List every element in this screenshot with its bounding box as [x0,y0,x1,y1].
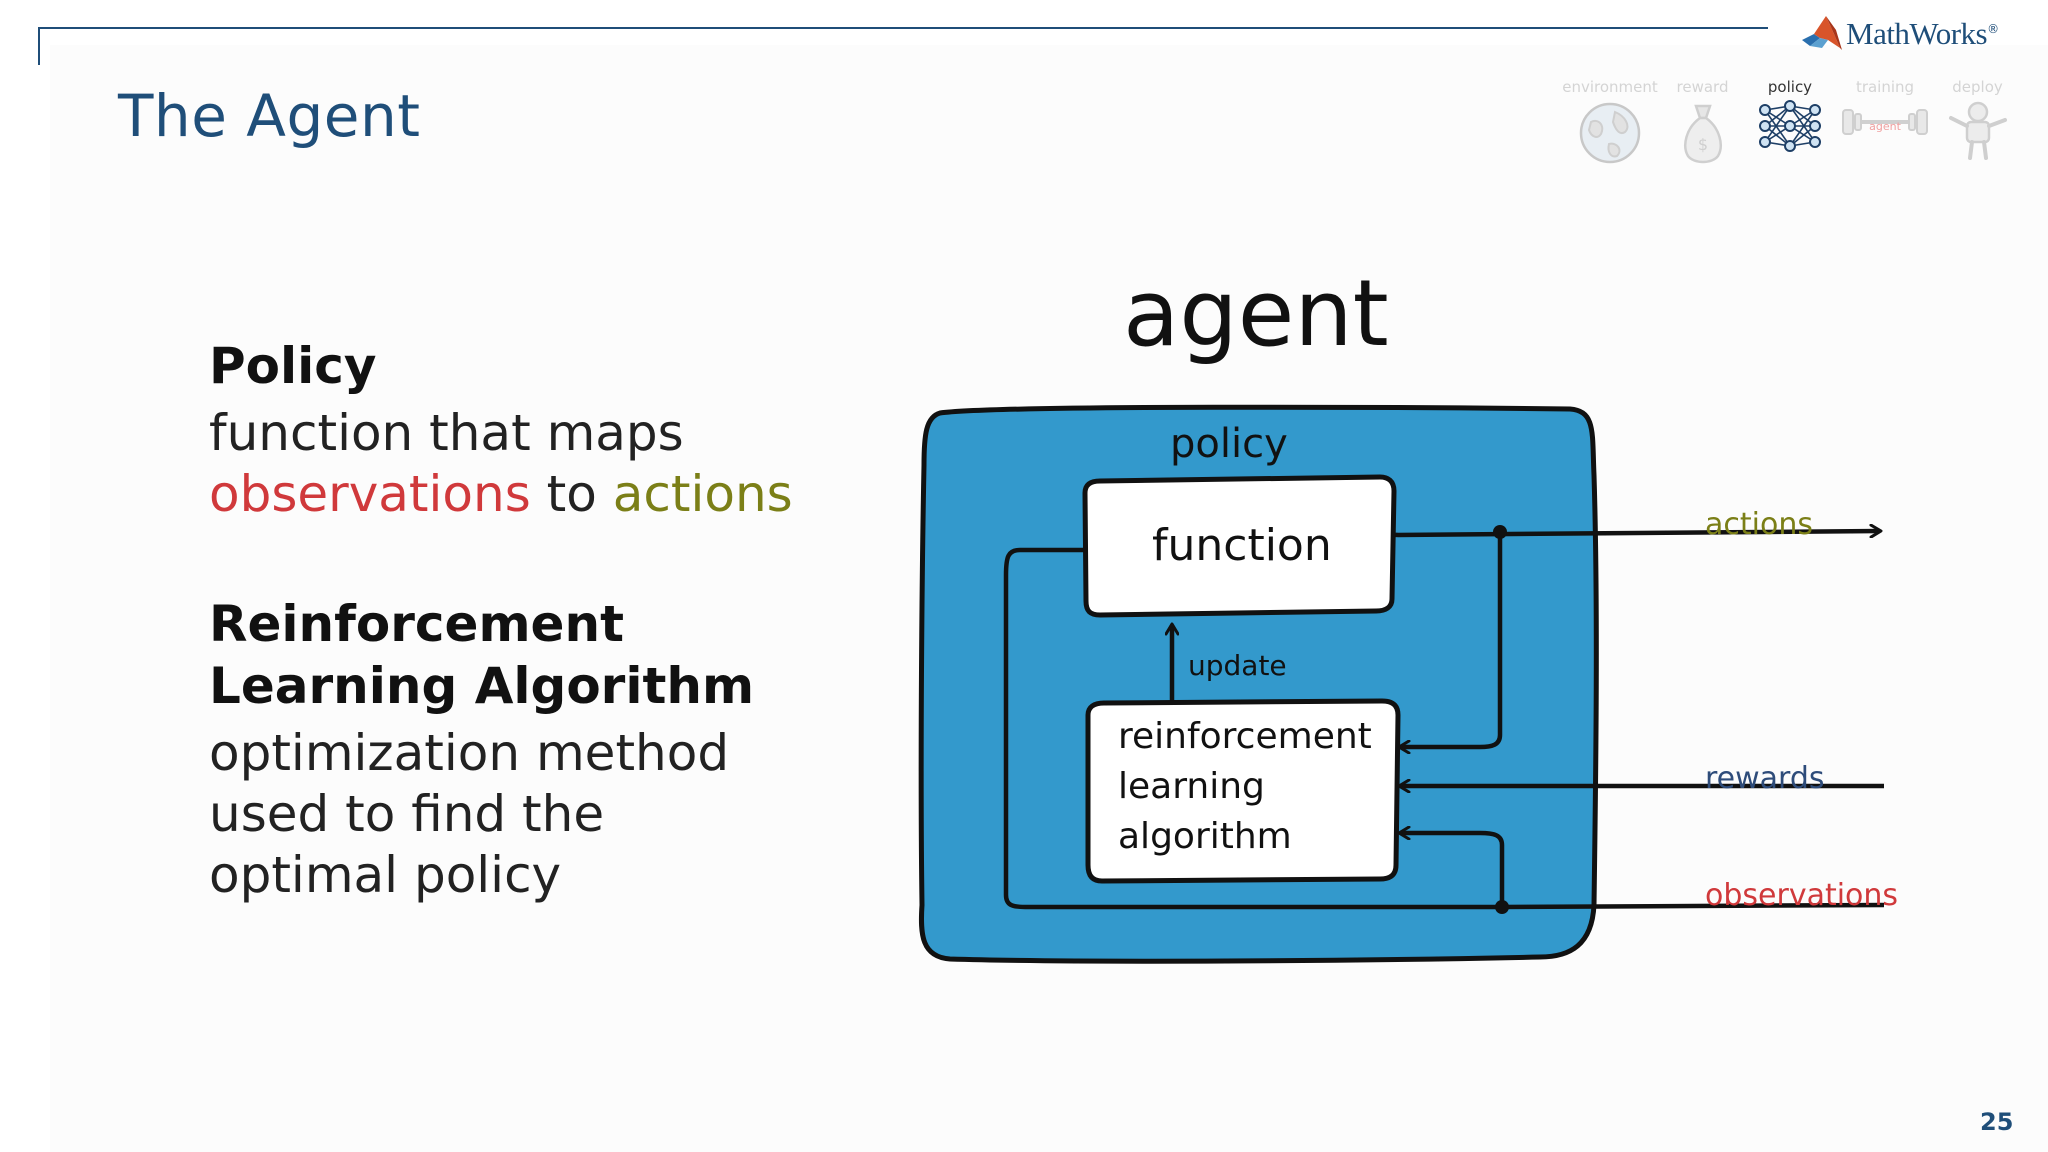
policy-label: policy [1170,421,1288,467]
agent-diagram: agent policy function update reinforceme… [918,260,1898,964]
progress-label: deploy [1952,78,2003,96]
observations-junction [1495,900,1509,914]
rl-box-line3: algorithm [1118,816,1292,857]
progress-label: policy [1767,78,1813,96]
header-rule [38,27,1768,29]
robot-icon [1948,101,2007,160]
globe-icon [1579,102,1641,164]
observations-wire [1499,902,1885,910]
rl-box-line1: reinforcement [1118,716,1372,757]
membrane-logo-icon [1802,16,1842,50]
to-word: to [530,465,613,523]
rl-description: optimization method used to find the opt… [209,723,829,906]
rl-desc-line1: optimization method [209,724,730,782]
update-label: update [1188,649,1287,682]
actions-junction [1493,525,1507,539]
progress-step-deploy: deploy [1935,78,2020,160]
rl-desc-line3: optimal policy [209,846,562,904]
definitions: Policy function that maps observations t… [209,335,829,906]
observations-label: observations [1705,878,1898,913]
policy-description: function that maps observations to actio… [209,403,829,525]
observations-loop-wire [1003,547,1500,910]
workflow-progress: environment reward $ policy [1560,78,2010,178]
rl-box-line2: learning [1118,766,1265,807]
progress-step-reward: reward $ [1660,78,1745,166]
agent-title: agent [1123,260,1389,367]
rewards-label: rewards [1705,761,1825,796]
rl-desc-line2: used to find the [209,785,605,843]
page-number: 25 [1980,1108,2014,1136]
training-icon-text: agent [1869,120,1901,133]
progress-label: reward [1676,78,1729,96]
actions-feedback-wire [1400,531,1503,747]
mathworks-logo: MathWorks ® [1800,14,1999,54]
progress-step-environment: environment [1560,78,1660,166]
rl-term-line2: Learning Algorithm [209,657,755,715]
actions-wire [1389,531,1880,535]
svg-text:$: $ [1697,135,1707,154]
function-box [1082,474,1397,618]
logo-text: MathWorks [1846,16,1988,51]
progress-label: environment [1562,78,1658,96]
header-rule-tick [38,27,40,65]
registered-mark: ® [1987,22,2000,36]
progress-label: training [1855,78,1915,96]
policy-desc-line1: function that maps [209,404,684,462]
rl-term: Reinforcement Learning Algorithm [209,593,829,717]
observations-feedback-wire [1400,833,1505,907]
actions-label: actions [1705,507,1813,542]
neural-network-icon [1759,100,1821,152]
observations-word: observations [209,465,531,523]
money-bag-icon: $ [1683,104,1722,164]
progress-step-training: training agent [1835,78,1935,152]
rl-term-line1: Reinforcement [209,595,624,653]
policy-term: Policy [209,337,377,395]
actions-word: actions [612,465,793,523]
barbell-icon: agent [1842,109,1928,135]
slide-title: The Agent [118,82,421,150]
function-label: function [1152,520,1332,571]
progress-step-policy: policy [1745,78,1835,152]
rl-algorithm-box [1085,698,1401,884]
